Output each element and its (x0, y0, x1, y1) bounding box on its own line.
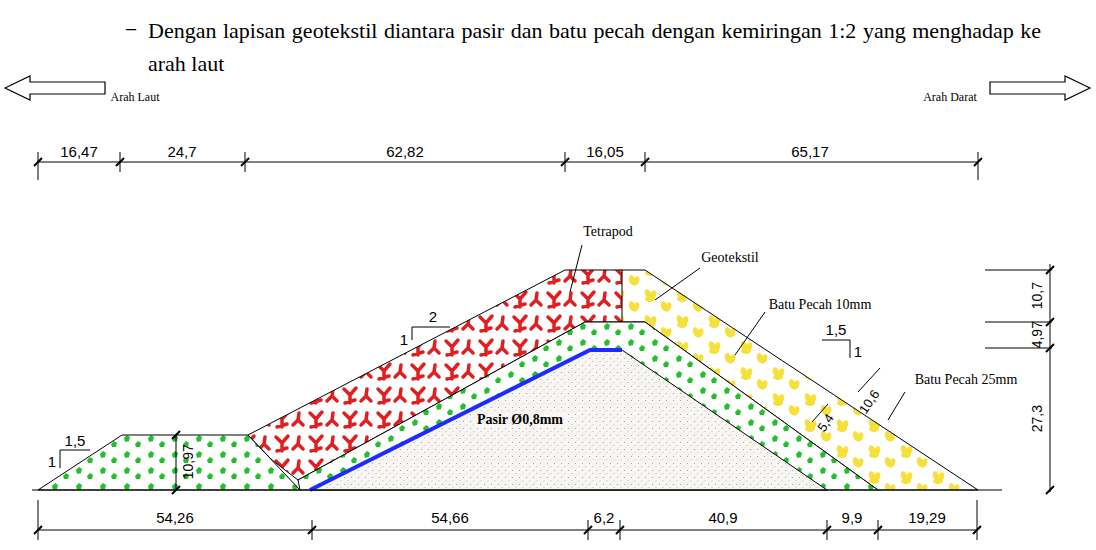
dimension-label: Pasir Ø0,8mm (474, 412, 566, 427)
dimension-label: 10,97 (181, 444, 196, 479)
heading-text: Dengan lapisan geotekstil diantara pasir… (148, 14, 1041, 80)
dimension-label: 24,7 (167, 144, 196, 161)
dimension-label: 1 (854, 344, 862, 361)
part-label: Arah Darat (923, 91, 977, 104)
dimension-label: 54,66 (431, 510, 469, 527)
dimension-label: 16,05 (586, 144, 624, 161)
geotextile-line (310, 350, 622, 490)
sea-arrow (5, 76, 105, 100)
dimension-label: 10,6 (857, 388, 883, 417)
dimension-label: 1 (400, 332, 408, 349)
dimension-label: Batu Pecah 25mm (915, 372, 1018, 387)
dimension-label: 65,17 (791, 144, 829, 161)
dimension-label: 10,7 (1030, 282, 1045, 309)
dimension-label: 16,47 (60, 144, 98, 161)
leader-line (570, 245, 905, 420)
dimension-label: 62,82 (386, 144, 424, 161)
dimension-label: 19,29 (908, 510, 946, 527)
dimension-label: 9,9 (842, 510, 863, 527)
dimension-label: 6,2 (594, 510, 615, 527)
part-label: Tetrapod (583, 224, 633, 239)
sand-core (310, 350, 827, 490)
dimension-label: 2 (429, 309, 437, 326)
dimension-label: 54,26 (156, 510, 194, 527)
land-arrow (990, 76, 1090, 100)
slope-symbol (60, 327, 850, 468)
dimension-label: 40,9 (708, 510, 737, 527)
bottom-dimension (34, 500, 981, 540)
dimension-label: 4,97 (1030, 321, 1045, 348)
dimension-label: Batu Pecah 10mm (769, 297, 872, 312)
bullet-mark: − (125, 18, 137, 42)
dimension-label: 1,5 (826, 322, 847, 339)
dimension-label: 1,5 (65, 433, 86, 450)
rock-10mm (298, 322, 878, 490)
part-label: Geotekstil (701, 250, 759, 265)
part-label: Arah Laut (111, 91, 160, 104)
dimension-label: 1 (48, 454, 56, 471)
dimension-label: 27,3 (1030, 405, 1045, 432)
